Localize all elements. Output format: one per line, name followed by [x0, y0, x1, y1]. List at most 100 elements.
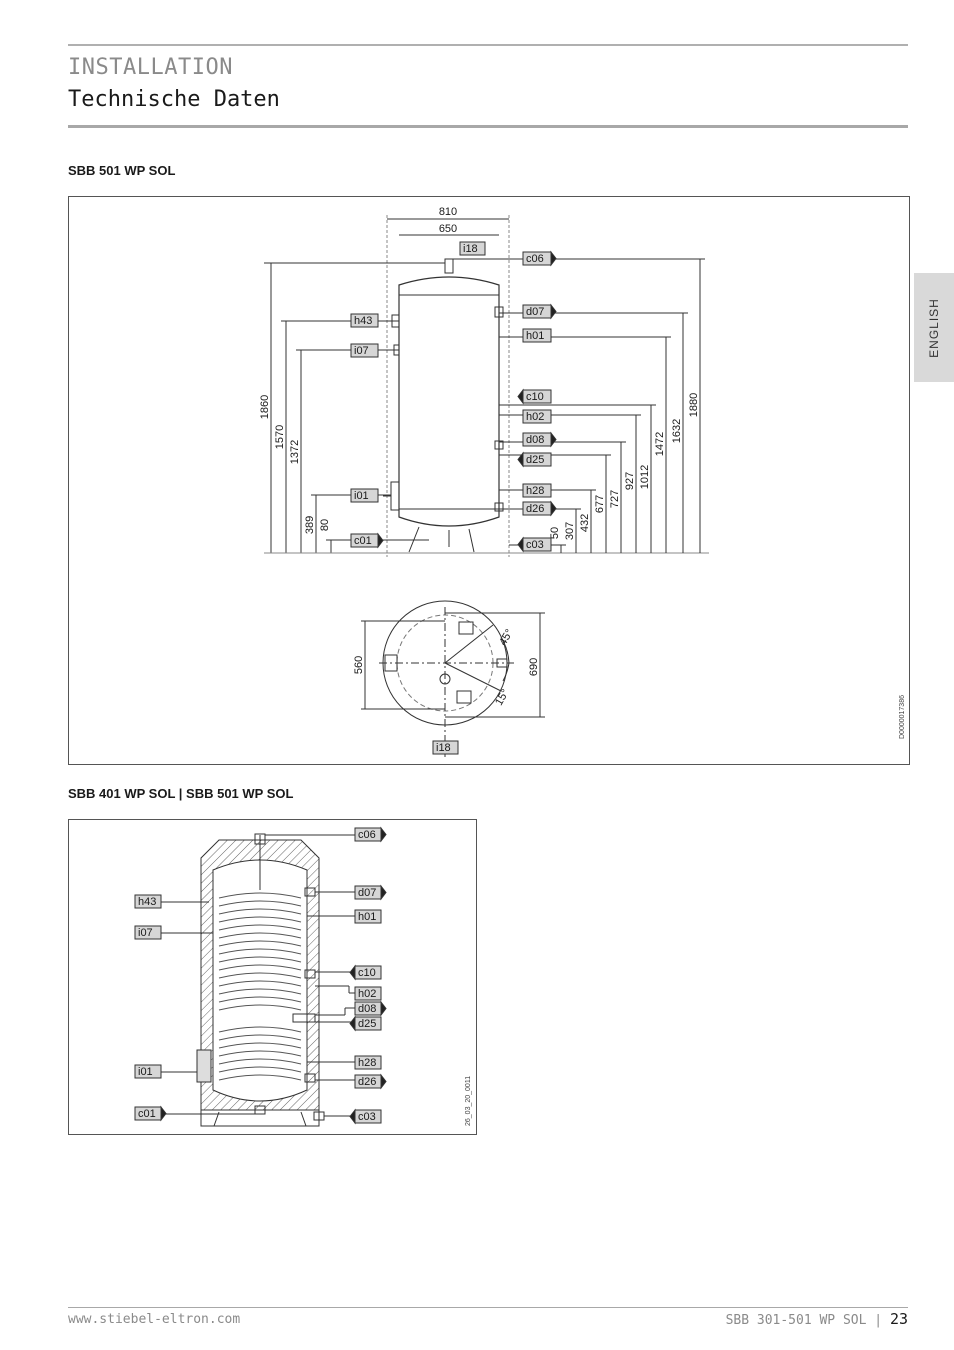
label-h28: h28	[522, 483, 552, 498]
figure1-dimension-drawing: 810 650 1860 1570 1372 389 80 50 307 432…	[68, 196, 910, 765]
label-d26: d26	[522, 500, 557, 517]
svg-text:c03: c03	[358, 1111, 376, 1123]
svg-text:d25: d25	[358, 1018, 376, 1030]
footer-page-info: SBB 301-501 WP SOL | 23	[726, 1310, 908, 1328]
f2-label-c06: c06	[354, 826, 387, 843]
svg-text:c01: c01	[138, 1108, 156, 1120]
f2-label-d26: d26	[354, 1073, 387, 1090]
label-d07: d07	[522, 303, 557, 320]
figure2-sectional-drawing: c06 d07 h01 c10 h02 d08 d25 h28 d26 c03 …	[68, 819, 477, 1135]
label-h43: h43	[350, 313, 379, 328]
f2-label-d25: d25	[349, 1015, 382, 1032]
svg-text:c10: c10	[526, 391, 544, 403]
f2-label-h01: h01	[354, 909, 382, 924]
svg-text:h43: h43	[354, 315, 372, 327]
svg-text:d25: d25	[526, 454, 544, 466]
figure2-heading: SBB 401 WP SOL | SBB 501 WP SOL	[68, 786, 294, 801]
f2-label-h02: h02	[354, 986, 382, 1001]
f2-label-h43: h43	[134, 894, 162, 909]
f2-label-i07: i07	[134, 925, 162, 940]
angle-45: 45°	[497, 627, 516, 647]
label-c03: c03	[517, 536, 552, 553]
dim-left-389: 389	[304, 516, 316, 534]
dim-right-1880: 1880	[688, 393, 700, 417]
svg-text:h43: h43	[138, 896, 156, 908]
label-h01: h01	[522, 328, 552, 343]
figure1-heading: SBB 501 WP SOL	[68, 163, 176, 178]
footer-url[interactable]: www.stiebel-eltron.com	[68, 1312, 241, 1327]
dim-plan-690: 690	[528, 658, 540, 676]
label-c10: c10	[517, 388, 552, 405]
figure2-svg: c06 d07 h01 c10 h02 d08 d25 h28 d26 c03 …	[134, 826, 472, 1127]
footer-model: SBB 301-501 WP SOL	[725, 1313, 867, 1328]
svg-text:h01: h01	[358, 911, 376, 923]
dim-left-1570: 1570	[274, 425, 286, 449]
svg-text:i01: i01	[354, 490, 369, 502]
figure1-svg: 810 650 1860 1570 1372 389 80 50 307 432…	[259, 206, 906, 757]
figure2-drawing-id: 26_03_20_0011	[465, 1076, 472, 1126]
footer-separator: |	[874, 1313, 883, 1328]
svg-text:d08: d08	[526, 434, 544, 446]
section-title: INSTALLATION	[68, 55, 233, 80]
svg-text:c01: c01	[354, 535, 372, 547]
dim-right-50: 50	[549, 527, 561, 539]
svg-text:i18: i18	[463, 243, 478, 255]
dim-left-1860: 1860	[259, 395, 271, 419]
dim-right-307: 307	[564, 522, 576, 540]
svg-text:h28: h28	[526, 485, 544, 497]
svg-text:i07: i07	[354, 345, 369, 357]
dim-right-1472: 1472	[654, 432, 666, 456]
svg-text:i18: i18	[436, 742, 451, 754]
svg-text:d26: d26	[526, 503, 544, 515]
f2-label-d08: d08	[354, 1000, 387, 1017]
svg-text:d07: d07	[526, 306, 544, 318]
dim-right-677: 677	[594, 495, 606, 513]
header-rule-top	[68, 44, 908, 46]
angle-15: 15°	[493, 687, 512, 707]
svg-text:d07: d07	[358, 887, 376, 899]
dim-right-727: 727	[609, 490, 621, 508]
svg-text:d26: d26	[358, 1076, 376, 1088]
dim-width-outer: 810	[439, 206, 457, 218]
footer-rule	[68, 1307, 908, 1308]
svg-text:c03: c03	[526, 539, 544, 551]
label-c01: c01	[350, 532, 384, 549]
label-i18-top: i18	[459, 241, 486, 256]
svg-text:c10: c10	[358, 967, 376, 979]
dim-right-432: 432	[579, 514, 591, 532]
f2-label-i01: i01	[134, 1064, 162, 1079]
language-tab[interactable]: ENGLISH	[914, 273, 954, 382]
label-i18-bottom: i18	[432, 740, 459, 755]
label-c06: c06	[522, 250, 557, 267]
subsection-title: Technische Daten	[68, 87, 280, 112]
dim-left-80: 80	[319, 519, 331, 531]
f2-label-d07: d07	[354, 884, 387, 901]
dim-plan-560: 560	[353, 656, 365, 674]
svg-text:h28: h28	[358, 1057, 376, 1069]
f2-label-c03: c03	[349, 1108, 382, 1125]
dim-left-1372: 1372	[289, 440, 301, 464]
label-d25: d25	[517, 451, 552, 468]
svg-text:h02: h02	[526, 411, 544, 423]
svg-text:d08: d08	[358, 1003, 376, 1015]
label-i01: i01	[350, 488, 379, 503]
dim-width-inner: 650	[439, 223, 457, 235]
f2-label-c01: c01	[134, 1105, 167, 1122]
dim-right-1632: 1632	[671, 419, 683, 443]
f2-label-c10: c10	[349, 964, 382, 981]
svg-text:h02: h02	[358, 988, 376, 1000]
f2-label-h28: h28	[354, 1055, 382, 1070]
dim-right-927: 927	[624, 472, 636, 490]
language-tab-label: ENGLISH	[927, 297, 941, 358]
label-h02: h02	[522, 409, 552, 424]
label-i07: i07	[350, 343, 379, 358]
dim-right-1012: 1012	[639, 465, 651, 489]
svg-text:i01: i01	[138, 1066, 153, 1078]
svg-text:h01: h01	[526, 330, 544, 342]
svg-text:i07: i07	[138, 927, 153, 939]
figure1-drawing-id: D0000017386	[899, 695, 906, 739]
svg-text:c06: c06	[526, 253, 544, 265]
svg-text:c06: c06	[358, 829, 376, 841]
label-d08: d08	[522, 431, 557, 448]
page-number: 23	[889, 1310, 908, 1328]
